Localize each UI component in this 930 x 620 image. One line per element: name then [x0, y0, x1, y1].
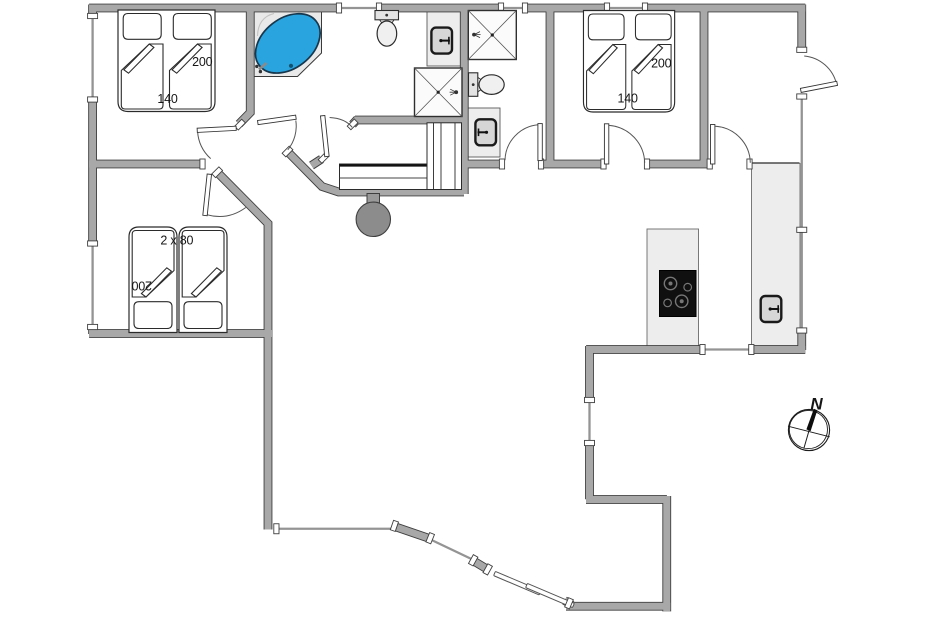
bed1-length-label: 200: [192, 55, 213, 69]
sink-icon: [759, 294, 783, 324]
door-bathroom: [257, 114, 297, 151]
bed3-length-label: 200: [131, 278, 152, 292]
bench-icon: [339, 163, 428, 190]
door-bedroom3: [202, 173, 247, 217]
door-bathroom2: [504, 123, 543, 162]
toilet-icon: [374, 9, 400, 47]
compass-rose-icon: N: [787, 395, 831, 452]
windows-glass: [91, 6, 803, 561]
toilet-icon: [467, 72, 505, 97]
compass-north-label: N: [810, 395, 823, 414]
door-hall: [710, 124, 751, 165]
door-bedroom2: [603, 123, 646, 165]
doors: [196, 55, 839, 217]
shower-icon: [413, 67, 463, 118]
door-entrance: [799, 55, 839, 93]
shower-icon: [467, 9, 517, 61]
sink-icon: [430, 26, 454, 55]
stove-icon: [659, 270, 697, 317]
jacuzzi-icon: [254, 12, 321, 74]
bed2-width-label: 140: [617, 92, 638, 106]
door-bedroom1: [196, 125, 237, 159]
bed1-width-label: 140: [157, 92, 178, 106]
wardrobe-icon: [426, 122, 462, 190]
door-sauna: [319, 115, 353, 158]
sink-icon: [474, 118, 498, 147]
sliding-door: [493, 571, 575, 608]
dimension-labels: 200 140 200 140 2 x 80 200: [131, 55, 671, 292]
bed3-size-label: 2 x 80: [160, 233, 193, 247]
fireplace-icon: [355, 193, 392, 238]
bed2-length-label: 200: [651, 57, 672, 71]
